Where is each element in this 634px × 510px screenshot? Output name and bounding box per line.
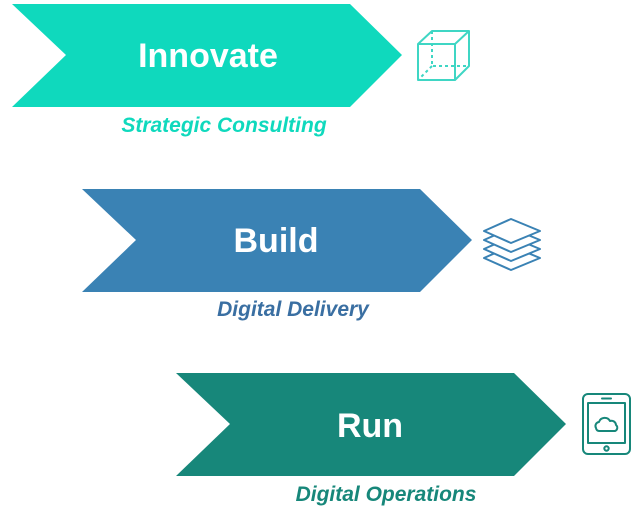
stage-innovate: Innovate Strategic Consulting — [12, 4, 470, 137]
run-chevron — [176, 373, 566, 476]
cube-icon — [417, 30, 470, 81]
build-chevron — [82, 189, 472, 292]
innovate-chevron — [12, 4, 402, 107]
tablet-cloud-icon — [582, 393, 631, 455]
build-title: Build — [234, 222, 319, 260]
stage-build: Build Digital Delivery — [82, 189, 541, 321]
innovate-title: Innovate — [138, 37, 278, 75]
innovate-subtitle: Strategic Consulting — [121, 114, 327, 137]
build-subtitle: Digital Delivery — [217, 298, 370, 321]
stacked-layers-icon — [483, 218, 541, 271]
stage-run: Run Digital Operations — [176, 373, 631, 506]
run-title: Run — [337, 407, 403, 445]
run-subtitle: Digital Operations — [296, 483, 477, 506]
